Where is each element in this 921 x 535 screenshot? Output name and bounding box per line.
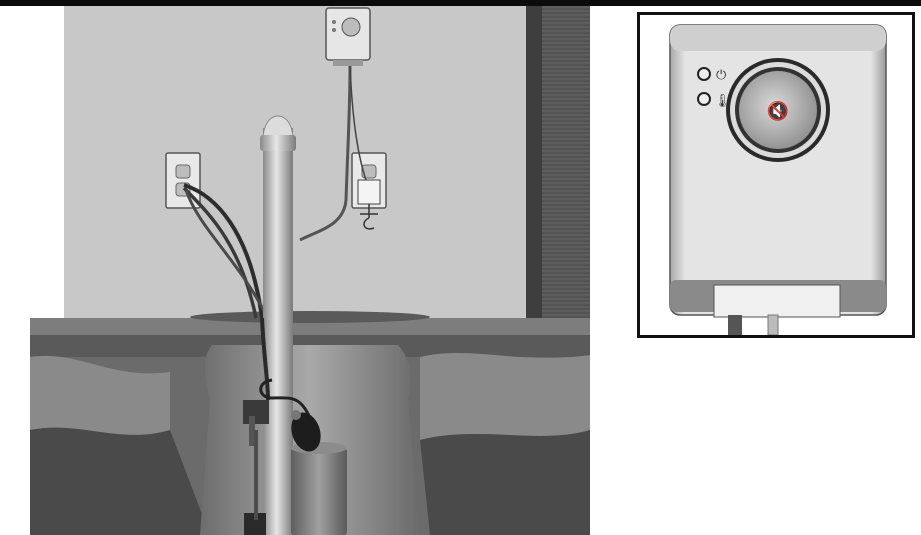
mute-speaker-icon: 🔇 xyxy=(767,100,789,122)
alarm-unit-icon xyxy=(326,8,370,66)
discharge-pipe-icon xyxy=(260,116,296,535)
alarm-detail-inset: ⏻ 🌡 🔇 xyxy=(637,12,915,338)
alarm-detail-drawing: ⏻ 🌡 🔇 xyxy=(640,15,912,335)
mute-button[interactable]: 🔇 xyxy=(726,58,830,162)
sump-pump-illustration xyxy=(0,0,600,535)
power-icon: ⏻ xyxy=(716,68,726,83)
basement-wall xyxy=(64,6,526,318)
